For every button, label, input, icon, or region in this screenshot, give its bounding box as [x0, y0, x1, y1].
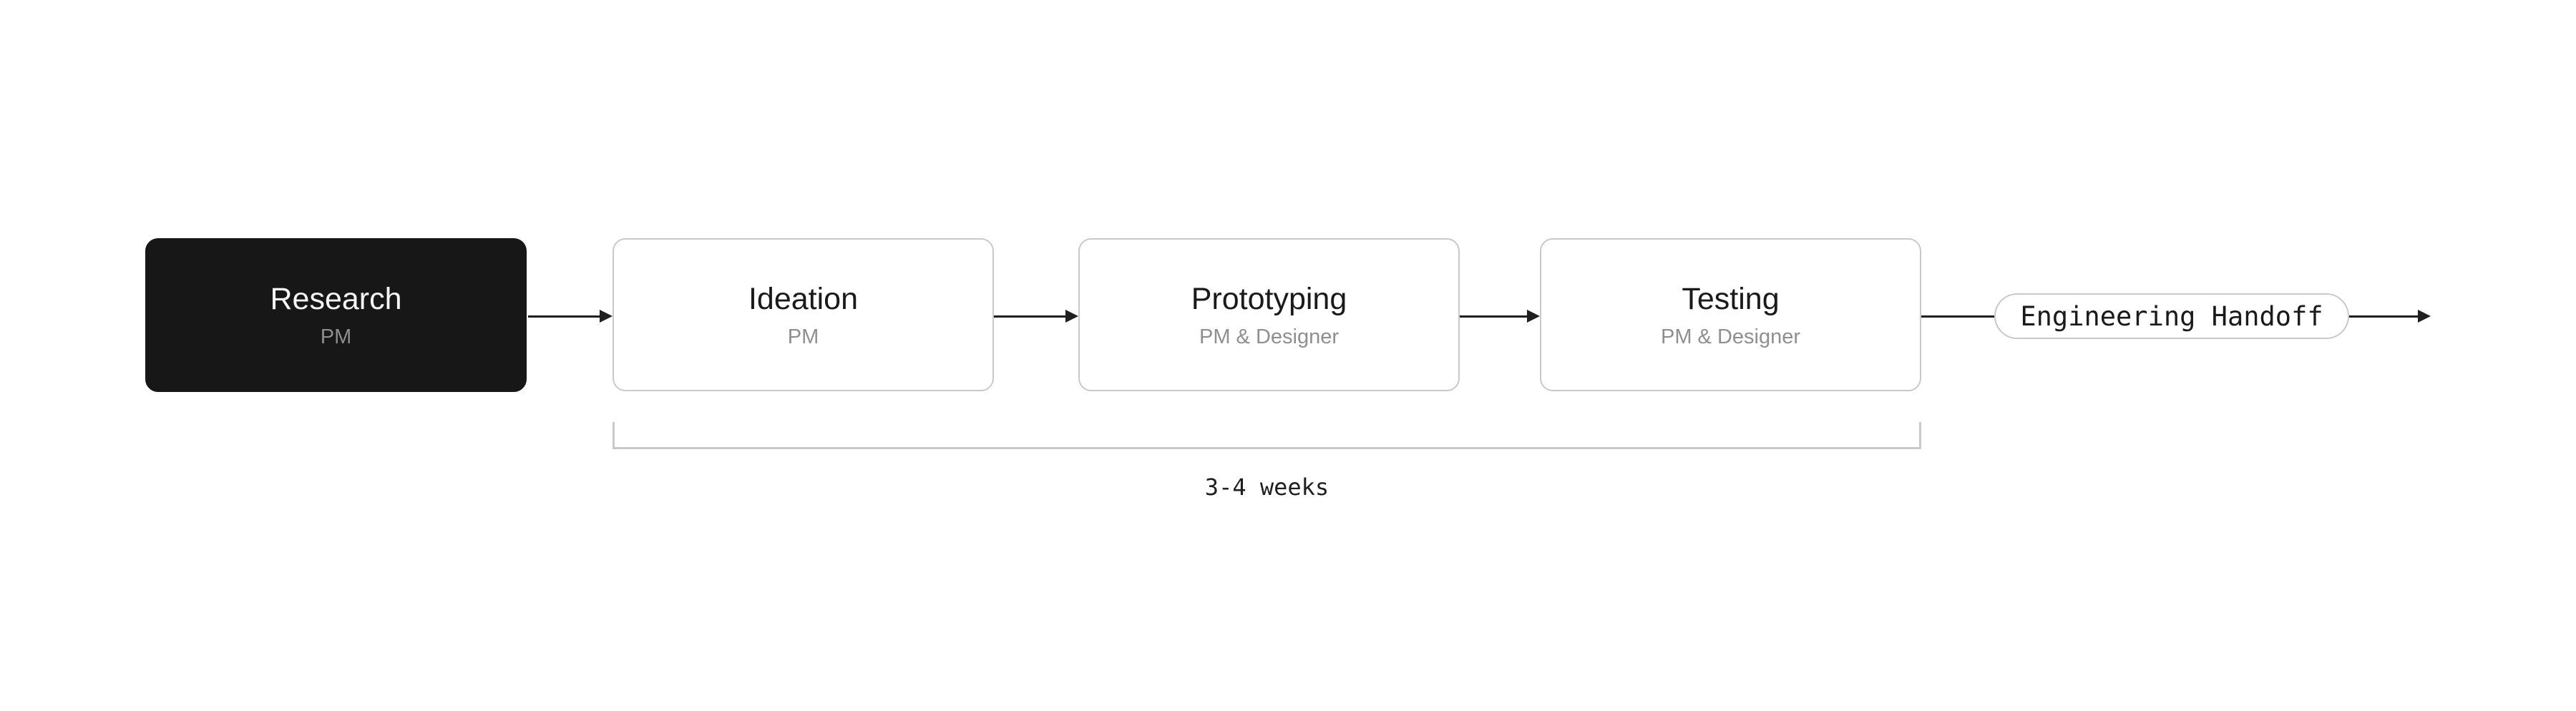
flow-arrow-ideation-prototyping — [994, 309, 1078, 323]
arrow-shaft — [1460, 315, 1531, 318]
handoff-pill: Engineering Handoff — [1994, 293, 2349, 339]
stage-owner: PM & Designer — [1199, 325, 1339, 348]
flow-arrow-research-ideation — [528, 309, 613, 323]
arrowhead-icon — [2418, 310, 2431, 323]
stage-owner: PM — [320, 325, 352, 348]
arrow-shaft — [528, 315, 604, 318]
arrow-shaft — [994, 315, 1070, 318]
arrow-shaft — [1921, 315, 1994, 318]
stage-title: Prototyping — [1191, 281, 1347, 316]
duration-bracket — [613, 422, 1921, 449]
arrowhead-icon — [600, 310, 613, 323]
arrowhead-icon — [1527, 310, 1540, 323]
handoff-label: Engineering Handoff — [2020, 300, 2323, 332]
flow-arrow-handoff-out — [2349, 309, 2431, 323]
stage-title: Research — [270, 282, 402, 316]
arrow-shaft — [2349, 315, 2422, 318]
stage-owner: PM & Designer — [1660, 325, 1800, 348]
stage-title: Ideation — [748, 281, 859, 316]
stage-node-prototyping: Prototyping PM & Designer — [1078, 238, 1460, 391]
stage-node-research: Research PM — [145, 238, 527, 392]
stage-title: Testing — [1682, 281, 1780, 316]
duration-label: 3-4 weeks — [1204, 474, 1330, 501]
stage-owner: PM — [787, 325, 819, 348]
arrowhead-icon — [1065, 310, 1078, 323]
connector-testing-handoff — [1921, 309, 1994, 323]
stage-node-ideation: Ideation PM — [613, 238, 994, 391]
stage-node-testing: Testing PM & Designer — [1540, 238, 1921, 391]
flow-arrow-prototyping-testing — [1460, 309, 1540, 323]
